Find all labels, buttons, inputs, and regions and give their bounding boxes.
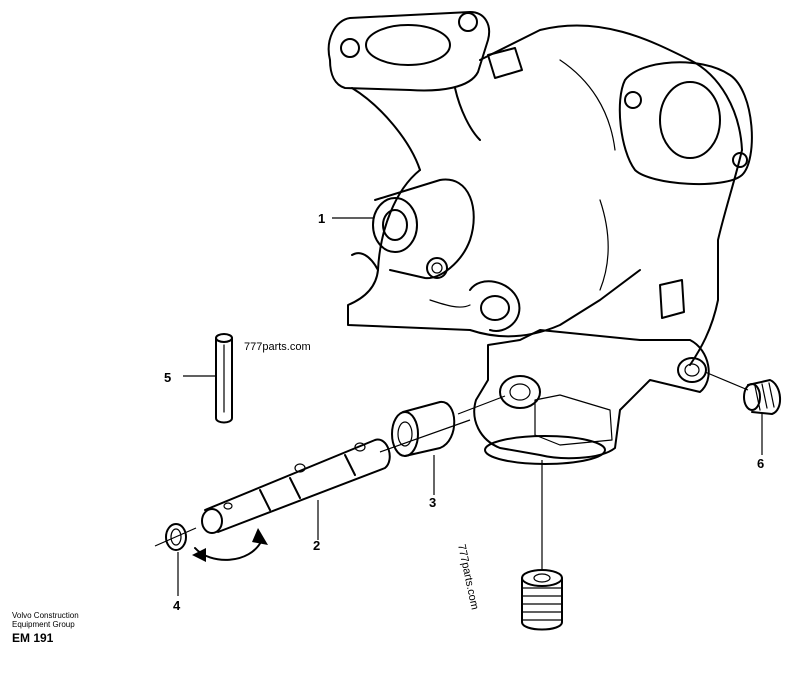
watermark-top: 777parts.com xyxy=(244,341,311,353)
part-5-roll-pin xyxy=(215,333,233,424)
part-2-shaft xyxy=(192,419,471,562)
callout-4: 4 xyxy=(173,598,181,613)
part-3-bushing xyxy=(391,395,506,457)
footer-line-2: Equipment Group xyxy=(12,620,75,629)
watermark-rotated: 777parts.com xyxy=(455,543,481,611)
diagram-code: EM 191 xyxy=(12,631,54,645)
callout-1: 1 xyxy=(318,211,325,226)
callout-5: 5 xyxy=(164,370,171,385)
lower-plug xyxy=(521,460,563,631)
footer-line-1: Volvo Construction xyxy=(12,611,79,620)
callout-6: 6 xyxy=(757,456,764,471)
callout-leaders xyxy=(177,217,763,596)
callout-3: 3 xyxy=(429,495,436,510)
callout-2: 2 xyxy=(313,538,320,553)
part-4-o-ring xyxy=(154,523,197,551)
part-6-plug xyxy=(704,371,781,415)
part-1-housing xyxy=(327,11,753,465)
